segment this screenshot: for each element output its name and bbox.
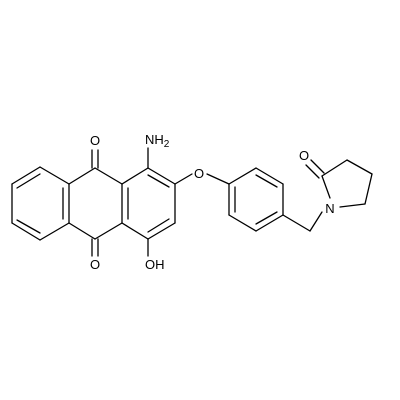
phenoxy-ring (206, 167, 323, 232)
atom-label-quinone-oxygen-bottom: O (90, 257, 100, 272)
quinone-ring (68, 149, 123, 257)
atom-label-ether-oxygen: O (194, 166, 204, 181)
atom-label-amine: NH2 (145, 132, 170, 150)
atom-label-quinone-oxygen-top: O (90, 133, 100, 148)
pyrrolidinone-ring (305, 159, 373, 208)
left-benzene-ring (11, 166, 70, 241)
atom-label-hydroxyl: OH (145, 257, 165, 272)
atom-label-lactam-oxygen: O (299, 148, 309, 163)
substituted-benzene-ring (121, 147, 193, 257)
atom-labels: O O NH2 O OH O N (90, 132, 335, 272)
atom-label-lactam-nitrogen: N (325, 201, 334, 216)
